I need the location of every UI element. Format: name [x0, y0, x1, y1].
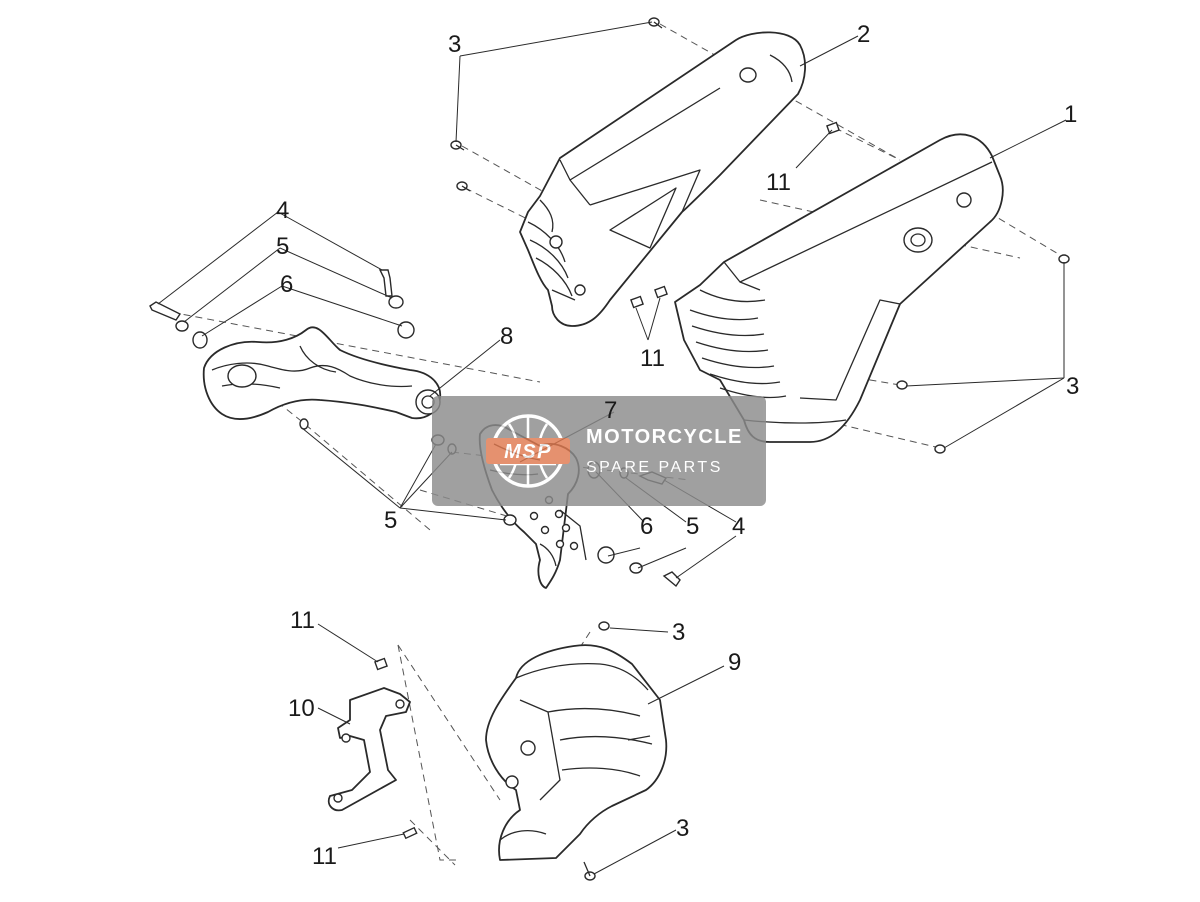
- watermark-logo-letters: MSP: [504, 441, 552, 463]
- callout-labels: 1 2 3 3 3 3 4 4 5 5 5 6 6 7 8 9 10 11 11…: [276, 21, 1079, 870]
- part-9-rear-housing: [485, 644, 668, 861]
- callout-3: 3: [676, 815, 689, 842]
- callout-9: 9: [728, 649, 741, 676]
- callout-3: 3: [1066, 373, 1079, 400]
- callout-11: 11: [290, 607, 315, 634]
- leader-lines: [157, 21, 1067, 875]
- screw-icon: [456, 181, 471, 192]
- screw-icon: [934, 444, 946, 454]
- callout-3: 3: [672, 619, 685, 646]
- watermark-subtitle: SPARE PARTS: [586, 459, 723, 476]
- watermark: MSP MOTORCYCLE SPARE PARTS: [432, 396, 766, 506]
- callout-6: 6: [280, 271, 293, 298]
- callout-11: 11: [312, 843, 337, 870]
- watermark-logo-bar: [486, 438, 570, 464]
- callout-2: 2: [857, 21, 870, 48]
- screw-icon: [598, 621, 610, 631]
- callout-4: 4: [732, 513, 745, 540]
- callout-3: 3: [448, 31, 461, 58]
- screw-icon: [648, 17, 663, 29]
- part-10-bracket: [327, 687, 411, 812]
- watermark-title: MOTORCYCLE: [586, 426, 743, 448]
- callout-8: 8: [500, 323, 513, 350]
- callout-5: 5: [276, 233, 289, 260]
- screw-icon: [896, 380, 908, 390]
- screw-icon: [583, 861, 596, 881]
- screw-icon: [450, 140, 465, 151]
- callout-5: 5: [384, 507, 397, 534]
- part-2-upper-cover: [519, 31, 806, 327]
- part-1-side-cover: [674, 133, 1004, 443]
- callout-11: 11: [640, 345, 665, 372]
- callout-11: 11: [766, 169, 791, 196]
- callout-4: 4: [276, 197, 289, 224]
- watermark-logo-icon: MSP: [486, 414, 570, 488]
- callout-1: 1: [1064, 101, 1077, 128]
- callout-10: 10: [288, 695, 315, 722]
- callout-7: 7: [604, 397, 617, 424]
- watermark-box: [432, 396, 766, 506]
- callout-6: 6: [640, 513, 653, 540]
- callout-5: 5: [686, 513, 699, 540]
- part-8-heat-shield: [202, 326, 442, 420]
- screw-icon: [1058, 254, 1070, 264]
